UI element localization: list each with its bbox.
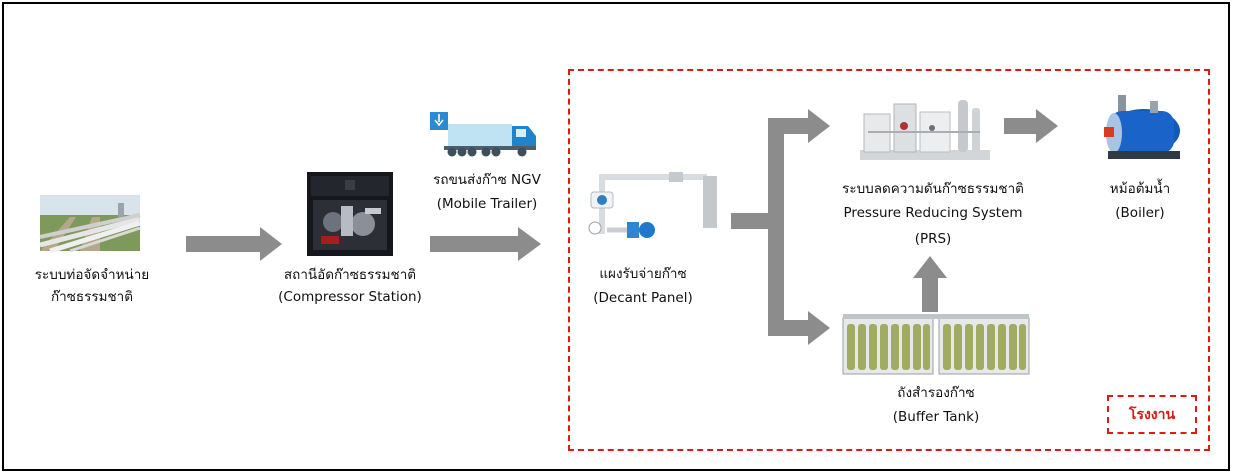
trailer-label: รถขนส่งก๊าซ NGV (Mobile Trailer) — [412, 172, 562, 212]
decant-label-line1: แผงรับจ่ายก๊าซ — [599, 266, 687, 282]
arrow-fork-to-buffer — [768, 311, 830, 345]
trailer-label-line2: (Mobile Trailer) — [436, 196, 538, 213]
buffer-label-line1: ถังสำรองก๊าซ — [897, 385, 975, 401]
buffer-label-line2: (Buffer Tank) — [892, 409, 980, 426]
buffer-label: ถังสำรองก๊าซ (Buffer Tank) — [866, 385, 1006, 425]
compressor-label: สถานีอัดก๊าซธรรมชาติ (Compressor Station… — [265, 267, 435, 305]
prs-label-line3: (PRS) — [914, 231, 952, 248]
decant-label-line2: (Decant Panel) — [593, 290, 693, 307]
compressor-unit-icon — [307, 172, 393, 256]
decant-label: แผงรับจ่ายก๊าซ (Decant Panel) — [578, 266, 708, 306]
pipeline-label: ระบบท่อจัดจำหน่าย ก๊าซธรรมชาติ — [28, 267, 156, 305]
compressor-label-line2: (Compressor Station) — [278, 289, 422, 306]
prs-label-line2: Pressure Reducing System — [843, 205, 1023, 222]
pipeline-label-line2: ก๊าซธรรมชาติ — [50, 289, 134, 306]
arrow-prs-to-boiler — [1004, 109, 1058, 143]
boiler-label-line2: (Boiler) — [1115, 205, 1165, 222]
arrow-compressor-to-trailer — [430, 227, 541, 261]
boiler-label-line1: หม้อต้มน้ำ — [1109, 181, 1171, 197]
trailer-label-line1: รถขนส่งก๊าซ NGV — [433, 172, 541, 188]
decant-panel-icon — [588, 172, 717, 238]
boiler-label: หม้อต้มน้ำ (Boiler) — [1080, 181, 1200, 221]
ngv-truck-icon — [430, 112, 536, 157]
connector-decant-to-fork — [731, 213, 773, 229]
prs-label-line1: ระบบลดความดันก๊าซธรรมชาติ — [842, 181, 1024, 197]
plant-label: โรงงาน — [1107, 395, 1197, 434]
arrow-buffer-to-prs — [913, 256, 947, 312]
prs-skid-icon — [860, 100, 990, 160]
arrow-pipeline-to-compressor — [186, 227, 282, 261]
prs-label: ระบบลดความดันก๊าซธรรมชาติ Pressure Reduc… — [818, 181, 1048, 248]
compressor-label-line1: สถานีอัดก๊าซธรรมชาติ — [283, 267, 417, 283]
pipeline-photo-icon — [39, 195, 141, 254]
arrow-fork-to-prs — [768, 109, 830, 143]
pipeline-label-line1: ระบบท่อจัดจำหน่าย — [34, 267, 150, 283]
connector-fork-trunk — [768, 124, 784, 336]
buffer-tank-icon — [842, 314, 1030, 375]
plant-boundary — [568, 69, 1210, 451]
boiler-icon — [1104, 95, 1180, 159]
